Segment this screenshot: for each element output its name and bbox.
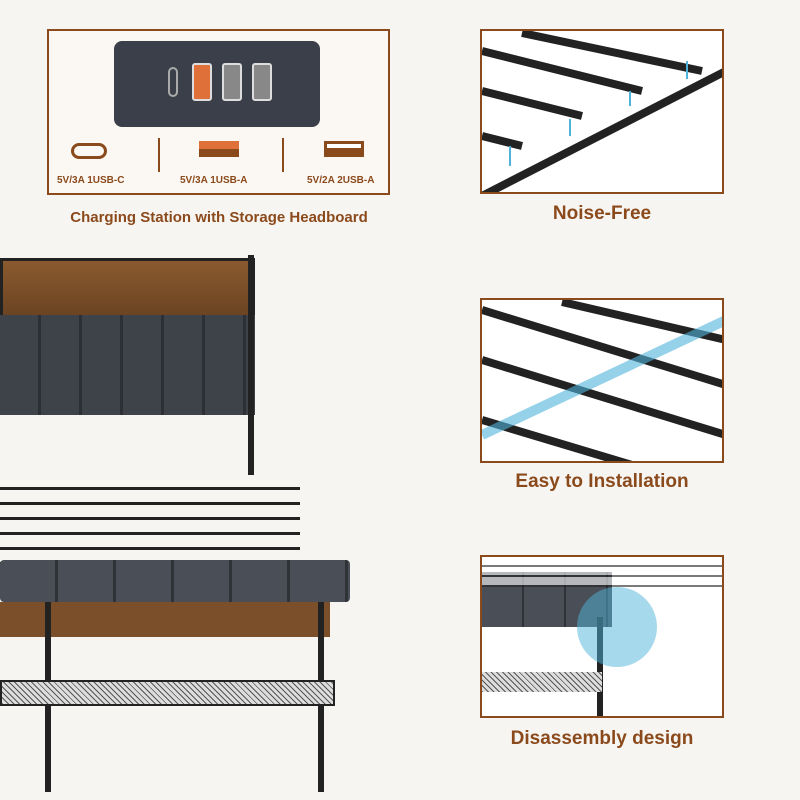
bench-leg xyxy=(597,617,603,716)
usb-a-fast-port xyxy=(192,63,212,101)
port-label: 5V/3A 1USB-A xyxy=(180,175,248,186)
slat-diagram xyxy=(482,300,722,461)
headboard-shelf xyxy=(0,258,255,318)
highlight-circle xyxy=(577,587,657,667)
feature-caption: Disassembly design xyxy=(510,728,694,749)
divider xyxy=(282,138,284,172)
mesh-shelf xyxy=(482,672,602,692)
usb-c-icon xyxy=(71,143,107,159)
feature-caption: Noise-Free xyxy=(552,203,652,224)
bed-slats xyxy=(0,475,300,565)
usb-c-port xyxy=(168,67,178,97)
usb-charging-module xyxy=(114,41,320,127)
usb-a-icon xyxy=(324,141,364,157)
slats-detail xyxy=(482,557,722,587)
usb-a-port xyxy=(222,63,242,101)
charging-caption: Charging Station with Storage Headboard xyxy=(70,209,368,226)
port-label: 5V/3A 1USB-C xyxy=(57,175,125,186)
headboard-upholstery xyxy=(0,315,255,415)
feature-caption: Easy to Installation xyxy=(515,471,689,492)
noise-free-panel xyxy=(480,29,724,194)
usb-a-port xyxy=(252,63,272,101)
port-label: 5V/2A 2USB-A xyxy=(307,175,375,186)
easy-installation-panel xyxy=(480,298,724,463)
bench-base xyxy=(0,602,330,637)
mesh-shelf xyxy=(0,680,335,706)
bed-illustration xyxy=(0,255,470,800)
disassembly-panel xyxy=(480,555,724,718)
divider xyxy=(158,138,160,172)
usb-a-fast-icon xyxy=(199,141,239,157)
headboard-post xyxy=(248,255,254,485)
slat-diagram xyxy=(482,31,722,192)
bench-cushion xyxy=(0,560,350,602)
charging-station-panel: 5V/3A 1USB-C 5V/3A 1USB-A 5V/2A 2USB-A xyxy=(47,29,390,195)
